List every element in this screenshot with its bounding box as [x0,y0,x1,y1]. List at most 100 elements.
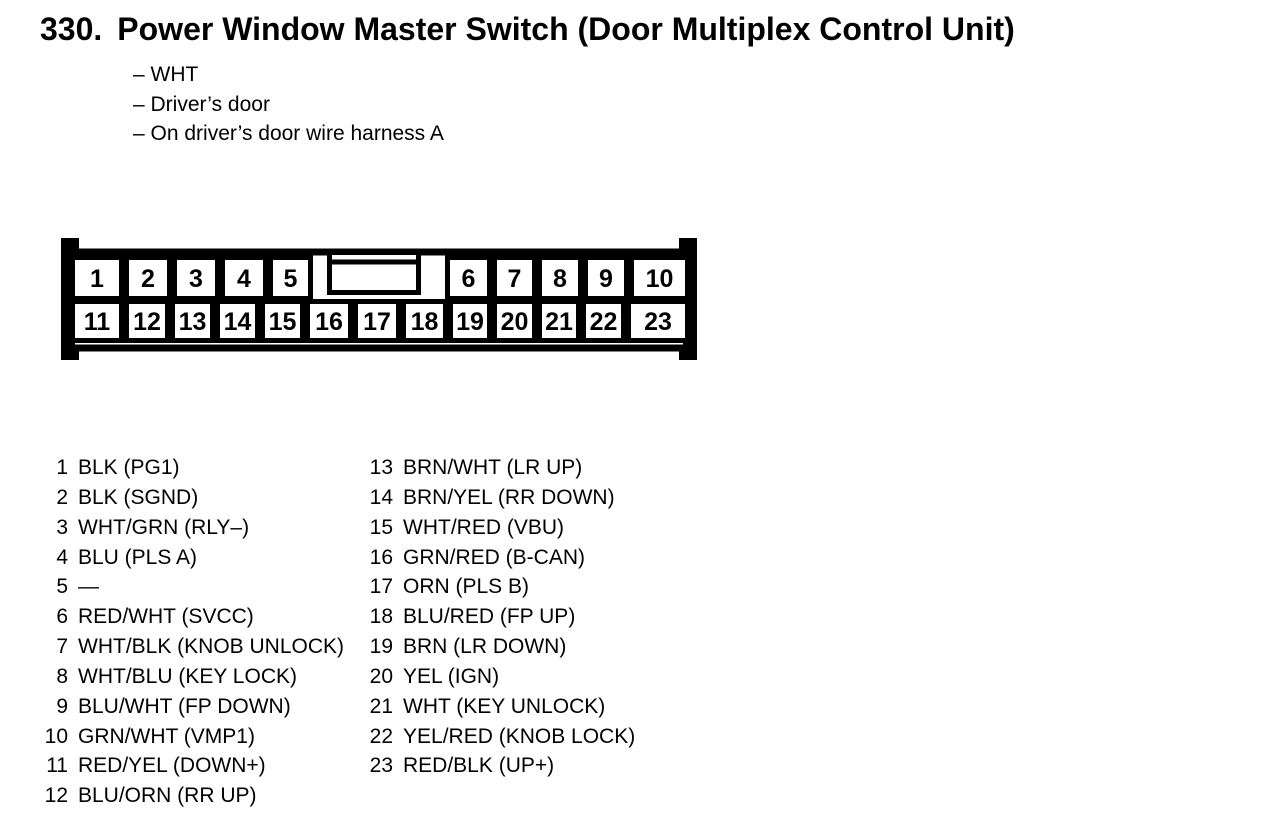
pin-description: BRN (LR DOWN) [403,635,567,659]
pin-row-23: 23 RED/BLK (UP+) [363,751,635,781]
pin-description: WHT/BLU (KEY LOCK) [78,664,297,688]
connector-pin-number-5: 5 [284,265,298,293]
connector-pin-number-12: 12 [133,308,161,336]
pin-row-11: 11 RED/YEL (DOWN+) [38,751,344,781]
connector-pin-cell-14 [215,299,260,343]
connector-pin-number-6: 6 [462,265,476,293]
connector-pin-number-11: 11 [84,308,111,336]
connector-pin-cell-21 [537,299,581,343]
pin-description: ORN (PLS B) [403,575,530,599]
connector-pin-cell-2 [124,255,172,301]
pin-number: 20 [369,664,393,688]
section-number: 330. [40,11,103,47]
connector-pin-cell-15 [260,299,305,343]
connector-pin-cell-19 [448,299,492,343]
note-location: – Driver’s door [133,92,270,116]
connector-pin-number-14: 14 [224,308,252,336]
pin-description: WHT/BLK (KNOB UNLOCK) [78,635,345,659]
pin-number: 4 [56,545,68,569]
pin-number: 3 [56,515,68,539]
pin-row-1: 1 BLK (PG1) [38,453,344,483]
connector-pin-cell-7 [492,255,537,301]
pin-row-4: 4 BLU (PLS A) [38,543,344,573]
pin-number: 18 [369,605,393,629]
pin-number: 9 [56,694,68,718]
pin-description: BLU/RED (FP UP) [403,605,576,629]
connector-pin-cell-13 [170,299,215,343]
connector-pin-cell-4 [220,255,268,301]
pin-number: 1 [56,456,68,479]
pin-description: BLU/WHT (FP DOWN) [78,694,291,718]
connector-pin-number-9: 9 [599,265,613,293]
pin-description: YEL/RED (KNOB LOCK) [403,724,636,748]
note-wire-color: – WHT [133,63,199,86]
note-harness: – On driver’s door wire harness A [133,122,444,145]
connector-pin-number-4: 4 [237,265,251,293]
pin-row-3: 3 WHT/GRN (RLY–) [38,513,344,543]
connector-latch [327,250,421,295]
pin-number: 5 [56,575,68,599]
pin-description: BLK (SGND) [78,485,199,509]
connector-pin-cell-22 [581,299,626,343]
section-title: Power Window Master Switch (Door Multipl… [117,11,1015,47]
pin-description: — [78,575,99,599]
connector-pin-number-17: 17 [363,308,391,336]
page-title: 330. Power Window Master Switch (Door Mul… [40,11,1015,47]
connector-pin-cell-11 [70,299,124,343]
connector-pin-cell-18 [401,299,448,343]
connector-pin-number-22: 22 [590,308,618,336]
connector-pin-cell-20 [492,299,537,343]
pin-row-7: 7 WHT/BLK (KNOB UNLOCK) [38,632,344,662]
pin-number: 23 [369,754,393,778]
connector-pin-number-3: 3 [189,265,203,293]
pin-number: 17 [369,575,393,599]
connector-pin-cell-3 [172,255,220,301]
pin-number: 16 [369,545,393,569]
pin-number: 7 [56,635,68,659]
pin-row-5: 5— [38,572,344,602]
connector-pin-number-20: 20 [501,308,529,336]
pin-description: BLU/ORN (RR UP) [78,784,257,808]
pin-description: WHT (KEY UNLOCK) [403,694,606,718]
connector-pin-cell-23 [626,299,690,343]
connector-pin-number-10: 10 [646,265,674,293]
connector-pin-cell-5 [268,255,313,301]
connector-pin-number-23: 23 [644,308,672,336]
pin-number: 10 [44,724,68,748]
connector-pin-number-16: 16 [315,308,343,336]
pin-number: 11 [46,754,68,778]
connector-pin-cell-6 [445,255,492,301]
connector-pin-number-13: 13 [179,308,207,336]
pin-row-12: 12 BLU/ORN (RR UP) [38,781,344,811]
connector-pin-number-1: 1 [90,265,104,293]
connector-pin-cell-10 [629,255,690,301]
pin-number: 12 [44,784,68,808]
pin-description: BRN/WHT (LR UP) [403,456,583,479]
connector-pin-number-15: 15 [269,308,297,336]
pin-description: WHT/GRN (RLY–) [78,515,250,539]
pin-row-18: 18 BLU/RED (FP UP) [363,602,635,632]
pin-description: WHT/RED (VBU) [403,515,564,539]
connector-pin-number-2: 2 [141,265,155,293]
pin-description: RED/WHT (SVCC) [78,605,254,629]
pin-description: BLU (PLS A) [78,545,198,569]
connector-pin-number-8: 8 [553,265,567,293]
pin-description: RED/YEL (DOWN+) [78,754,266,778]
pin-row-9: 9 BLU/WHT (FP DOWN) [38,692,344,722]
pin-description: BLK (PG1) [78,456,180,479]
connector-pin-number-18: 18 [411,308,439,336]
pin-description: RED/BLK (UP+) [403,754,555,778]
